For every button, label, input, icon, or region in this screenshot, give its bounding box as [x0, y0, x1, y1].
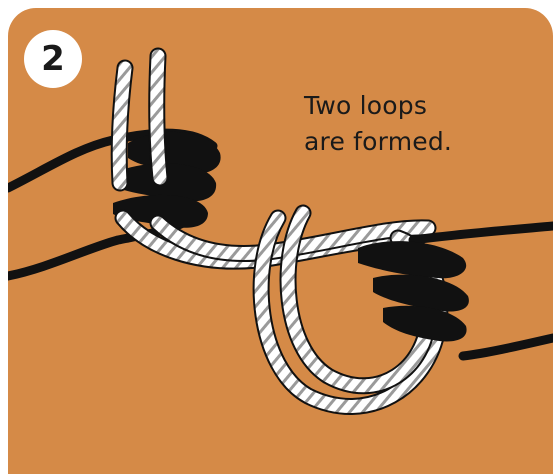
caption-line-1: Two loops — [304, 88, 514, 124]
step-caption: Two loops are formed. — [304, 88, 514, 160]
instruction-card: 2 Two loops are formed. — [8, 8, 553, 474]
right-fingers — [358, 241, 469, 341]
rope-upper-ends — [119, 56, 160, 183]
step-number-badge: 2 — [24, 30, 82, 88]
rope-loops-illustration — [8, 8, 553, 474]
step-number: 2 — [41, 39, 65, 79]
caption-line-2: are formed. — [304, 124, 514, 160]
